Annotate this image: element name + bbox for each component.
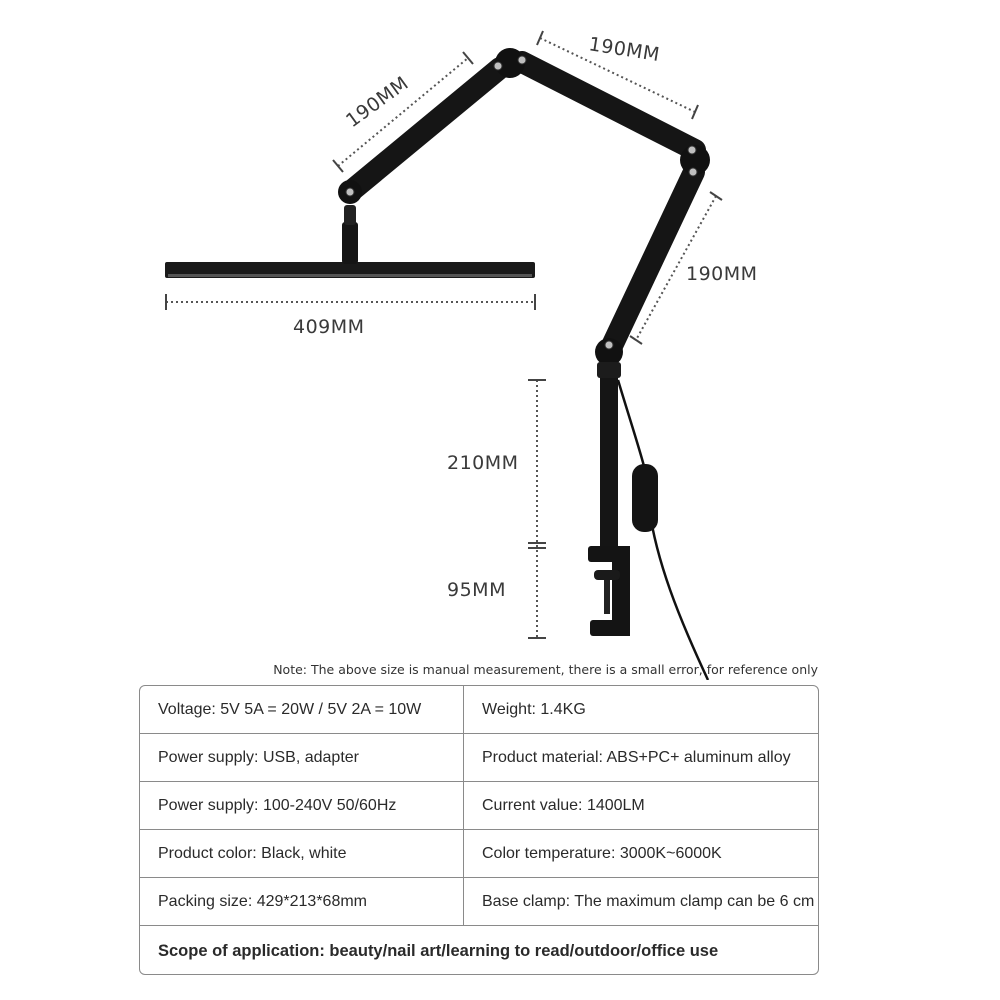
measurement-note: Note: The above size is manual measureme… — [273, 662, 818, 677]
lamp-connector — [342, 222, 358, 264]
spec-power-supply-voltage: Power supply: 100-240V 50/60Hz — [140, 782, 464, 829]
joint — [595, 338, 623, 366]
spec-row: Power supply: USB, adapter Product mater… — [140, 734, 818, 782]
spec-color-temperature: Color temperature: 3000K~6000K — [482, 844, 722, 862]
base-clamp — [588, 546, 630, 636]
spec-voltage: Voltage: 5V 5A = 20W / 5V 2A = 10W — [140, 686, 464, 733]
dim-label-clamp: 95MM — [447, 579, 506, 601]
dimension-409: 409MM — [165, 294, 536, 338]
spec-color: Product color: Black, white — [140, 830, 464, 877]
dimension-190-right: 190MM — [629, 191, 758, 345]
arm-segments — [339, 51, 706, 361]
power-cable — [616, 379, 710, 680]
spec-material: Product material: ABS+PC+ aluminum alloy — [482, 748, 791, 766]
pole — [600, 362, 618, 552]
spec-row: Power supply: 100-240V 50/60Hz Current v… — [140, 782, 818, 830]
spec-row-scope: Scope of application: beauty/nail art/le… — [140, 926, 818, 974]
dimension-210-95: 210MM 95MM — [447, 379, 546, 639]
dim-label-lamp-bar: 409MM — [293, 316, 365, 338]
dim-label-arm-right: 190MM — [686, 263, 758, 285]
spec-row: Product color: Black, white Color temper… — [140, 830, 818, 878]
spec-scope: Scope of application: beauty/nail art/le… — [158, 941, 719, 960]
joint — [495, 48, 525, 78]
spec-base-clamp: Base clamp: The maximum clamp can be 6 c… — [482, 892, 815, 910]
spec-table: Voltage: 5V 5A = 20W / 5V 2A = 10W Weigh… — [139, 685, 819, 975]
spec-row: Voltage: 5V 5A = 20W / 5V 2A = 10W Weigh… — [140, 686, 818, 734]
spec-row: Packing size: 429*213*68mm Base clamp: T… — [140, 878, 818, 926]
inline-switch — [632, 464, 658, 532]
spec-weight: Weight: 1.4KG — [482, 700, 586, 718]
spec-packing-size: Packing size: 429*213*68mm — [140, 878, 464, 925]
joint — [680, 145, 710, 175]
dim-label-arm-upper-left: 190MM — [342, 72, 413, 132]
lamp-illustration: 190MM 190MM 190MM 409MM 210MM 95MM — [165, 30, 758, 680]
spec-power-supply-usb: Power supply: USB, adapter — [140, 734, 464, 781]
dim-label-arm-top: 190MM — [587, 33, 661, 66]
dim-label-pole: 210MM — [447, 452, 519, 474]
spec-current-value: Current value: 1400LM — [482, 796, 645, 814]
